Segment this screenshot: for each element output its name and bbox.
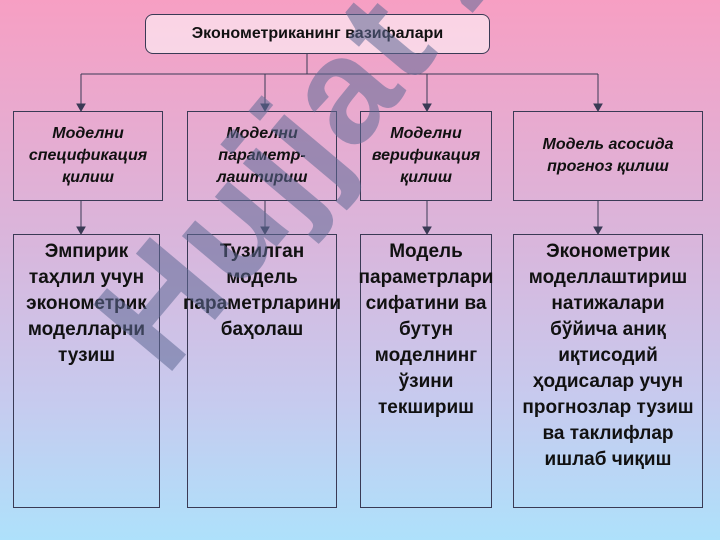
stage-specification: Моделни спецификация қилиш (13, 111, 163, 201)
description-specification: Эмпирик таҳлил учун эконометрик моделлар… (13, 234, 160, 508)
stage-parametrization: Моделни параметр-лаштириш (187, 111, 337, 201)
arrow-low-1 (76, 226, 86, 236)
description-forecasting: Эконометрик моделлаштириш натижалари бўй… (513, 234, 703, 508)
arrow-low-4 (593, 226, 603, 236)
stage-verification: Моделни верификация қилиш (360, 111, 492, 201)
arrow-1 (76, 103, 86, 113)
arrow-3 (422, 103, 432, 113)
arrow-4 (593, 103, 603, 113)
arrow-low-2 (260, 226, 270, 236)
description-verification: Модель параметрлари сифатини ва бутун мо… (359, 234, 493, 508)
stage-forecasting: Модель асосида прогноз қилиш (513, 111, 703, 201)
arrow-low-3 (422, 226, 432, 236)
description-parametrization: Тузилган модель параметрларини баҳолаш (183, 234, 341, 508)
diagram-title: Эконометриканинг вазифалари (145, 14, 490, 54)
arrow-2 (260, 103, 270, 113)
